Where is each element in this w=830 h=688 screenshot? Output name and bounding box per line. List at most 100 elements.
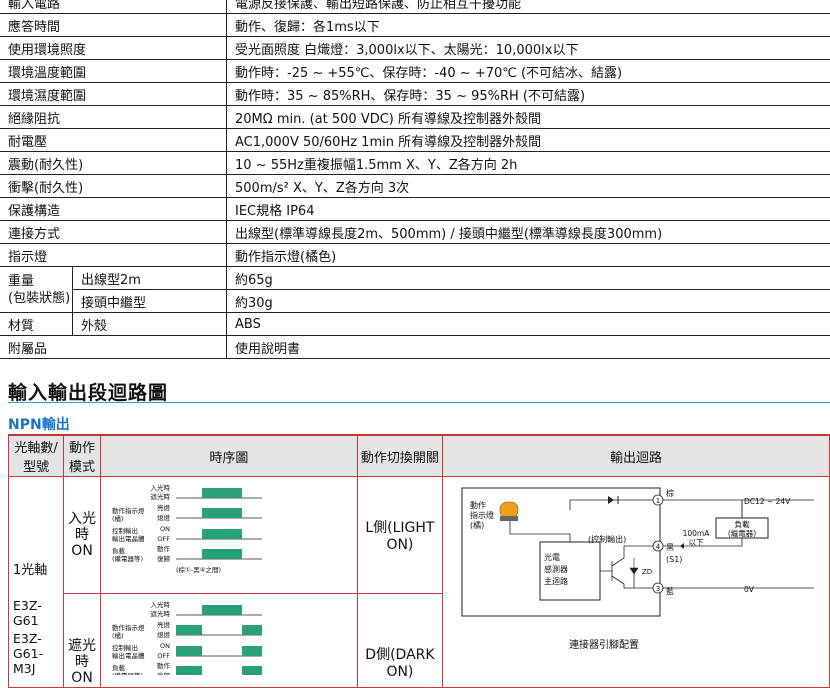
timing-diagram-dark-on: 入光時遮光時動作指示燈(橘)亮燈熄燈控制輸出輸出電晶體ONOFF負載(繼電器等)… (102, 595, 356, 675)
timing-pulse-post (242, 646, 262, 656)
spec-label: 連接方式 (0, 221, 227, 244)
spec-value: 動作時：-25 ~ +55℃、保存時：-40 ~ +70℃ (不可結冰、結露) (227, 60, 830, 83)
timing-indicator-color: (橘) (112, 514, 124, 523)
spec-row: 指示燈動作指示燈(橘色) (0, 244, 830, 267)
mode-dark-on: 遮光時 ON (64, 594, 101, 688)
spec-label: 輸入電路 (0, 0, 227, 14)
timing-off-lamp-label: 熄燈 (157, 513, 171, 522)
mode-label: 入光時 (65, 511, 99, 543)
timing-on-label: ON (160, 642, 170, 650)
timing-reset-label: 復歸 (157, 671, 171, 675)
section-title: 輸入輸出段迴路圖 (8, 378, 168, 405)
spec-label: 環境溫度範圍 (0, 60, 227, 83)
weight-sub: 出線型2m (73, 267, 227, 290)
accessory-label: 附屬品 (0, 336, 227, 359)
io-circuit-table: 光軸數/型號 動作模式 時序圖 動作切換開關 輸出迴路 1光軸 E3Z-G61 … (8, 434, 830, 688)
sensor-label-1: 光電 (544, 552, 560, 562)
spec-value: 出線型(標準導線長度2m、500mm) / 接頭中繼型(標準導線長度300mm) (227, 221, 830, 244)
timing-load-type-label: (繼電器等) (112, 554, 143, 563)
indicator-lamp-base-icon (500, 516, 518, 521)
wire-black-label: 黑 (666, 543, 674, 552)
timing-pulse-post (242, 625, 262, 635)
sensor-label-3: 主迴路 (544, 576, 568, 586)
lamp-wire (510, 521, 570, 542)
load-type-label: (繼電器) (728, 528, 756, 538)
spec-row: 衝擊(耐久性)500m/s² X、Y、Z各方向 3次 (0, 175, 830, 198)
spec-row: 應答時間動作、復歸：各1ms以下 (0, 14, 830, 37)
transistor-icon (600, 546, 654, 588)
spec-value: 電源反接保護、輸出短路保護、防止相互干擾功能 (227, 0, 830, 14)
sensor-label-2: 感測器 (544, 564, 568, 574)
header-mode: 動作模式 (64, 435, 101, 477)
material-value: ABS (227, 313, 830, 336)
timing-load-label: 負載 (112, 546, 126, 555)
section-subtitle: NPN輸出 (8, 414, 70, 434)
pin-number: 1 (656, 497, 660, 505)
timing-act-label: 動作 (157, 544, 171, 553)
timing-pulse (202, 529, 242, 539)
spec-value: 10 ~ 55Hz重複振幅1.5mm X、Y、Z各方向 2h (227, 152, 830, 175)
spec-row: 連接方式出線型(標準導線長度2m、500mm) / 接頭中繼型(標準導線長度30… (0, 221, 830, 244)
header-output: 輸出迴路 (443, 435, 830, 477)
timing-on-label: ON (160, 525, 170, 533)
pin-number: 4 (656, 543, 661, 551)
spec-table: 輸入電路電源反接保護、輸出短路保護、防止相互干擾功能應答時間動作、復歸：各1ms… (0, 0, 830, 359)
spec-value: AC1,000V 50/60Hz 1min 所有導線及控制器外殼間 (227, 129, 830, 152)
s1-label: (S1) (666, 555, 682, 564)
external-wires (663, 500, 814, 588)
timing-pulse-pre (176, 666, 202, 675)
timing-pulse (202, 549, 242, 559)
circuit-enclosure (462, 488, 660, 616)
timing-indicator-label: 動作指示燈 (112, 506, 145, 515)
accessory-value: 使用說明書 (227, 336, 830, 359)
timing-pulse-pre (176, 625, 202, 635)
spec-value: 20MΩ min. (at 500 VDC) 所有導線及控制器外殼間 (227, 106, 830, 129)
zener-diode-icon (630, 558, 638, 574)
circuit-indicator-label-2: 指示燈 (470, 510, 494, 520)
wire-brown-label: 棕 (666, 488, 674, 498)
timing-pulse (202, 508, 242, 518)
timing-blocked-label: 遮光時 (150, 492, 170, 501)
timing-indicator-label: 動作指示燈 (112, 623, 145, 632)
spec-row: 使用環境照度受光面照度 白熾燈：3,000lx以下、太陽光：10,000lx以下 (0, 37, 830, 60)
spec-row: 環境溫度範圍動作時：-25 ~ +55℃、保存時：-40 ~ +70℃ (不可結… (0, 60, 830, 83)
timing-note: (棕①-黑④之間) (176, 565, 221, 574)
spec-value: IEC規格 IP64 (227, 198, 830, 221)
spec-value: 動作、復歸：各1ms以下 (227, 14, 830, 37)
timing-lit-label: 亮燈 (157, 503, 171, 512)
supply-voltage-label: DC12 ~ 24V (744, 497, 791, 506)
timing-pulse-pre (176, 646, 202, 656)
spec-row: 震動(耐久性)10 ~ 55Hz重複振幅1.5mm X、Y、Z各方向 2h (0, 152, 830, 175)
timing-in-light-label: 入光時 (150, 483, 170, 492)
spec-label: 應答時間 (0, 14, 227, 37)
timing-pulse-post (242, 666, 262, 675)
spec-row-accessory: 附屬品使用說明書 (0, 336, 830, 359)
material-sub: 外殼 (73, 313, 227, 336)
mode-state: ON (65, 543, 99, 559)
timing-output-label: 控制輸出 (112, 526, 138, 535)
spec-label: 環境濕度範圍 (0, 83, 227, 106)
mode-label: 遮光時 (65, 638, 99, 670)
weight-label-line1: 重量 (8, 273, 72, 290)
mode-light-on: 入光時 ON (64, 477, 101, 594)
indicator-lamp-icon (500, 502, 518, 518)
load-label: 負載 (735, 519, 750, 529)
weight-label: 重量(包裝狀態) (0, 267, 73, 313)
current-limit-label: 以下 (689, 538, 704, 547)
circuit-indicator-color: (橘) (470, 520, 484, 530)
axis-cell: 1光軸 E3Z-G61 E3Z-G61-M3J (9, 477, 64, 688)
timing-transistor-label: 輸出電晶體 (112, 534, 145, 543)
pin-number: 3 (656, 585, 660, 593)
current-label: 100mA (683, 529, 711, 538)
timing-load-type-label: (繼電器等) (112, 671, 143, 675)
spec-label: 指示燈 (0, 244, 227, 267)
timing-load-label: 負載 (112, 663, 126, 672)
spec-value: 動作時：35 ~ 85%RH、保存時：35 ~ 95%RH (不可結露) (227, 83, 830, 106)
spec-row: 環境濕度範圍動作時：35 ~ 85%RH、保存時：35 ~ 95%RH (不可結… (0, 83, 830, 106)
